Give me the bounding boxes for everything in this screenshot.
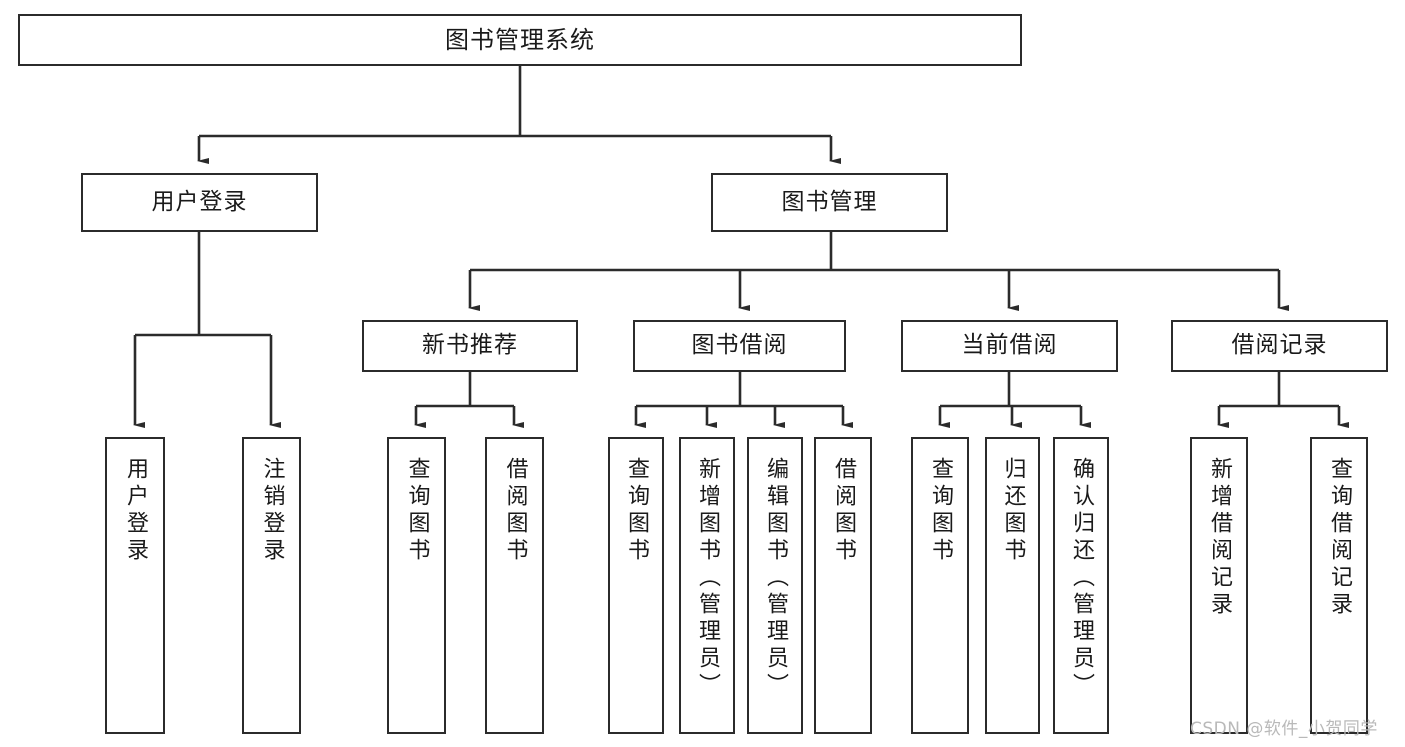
node-leaf-return-book[interactable]: 归还图书 <box>985 437 1040 734</box>
node-root[interactable]: 图书管理系统 <box>18 14 1022 66</box>
leaf-label: 查询图书 <box>404 457 430 565</box>
node-book-borrow[interactable]: 图书借阅 <box>633 320 846 372</box>
leaf-label: 查询借阅记录 <box>1327 457 1352 619</box>
node-user-login[interactable]: 用户登录 <box>81 173 318 232</box>
node-book-manage[interactable]: 图书管理 <box>711 173 948 232</box>
leaf-label: 确认归还（管理员） <box>1069 457 1094 700</box>
node-leaf-borrow-book-1[interactable]: 借阅图书 <box>485 437 544 734</box>
leaf-label: 借阅图书 <box>502 457 528 565</box>
leaf-label: 注销登录 <box>259 457 285 565</box>
leaf-label: 用户登录 <box>123 457 148 565</box>
leaf-label: 新增图书（管理员） <box>695 457 720 700</box>
node-leaf-query-book-2[interactable]: 查询图书 <box>608 437 664 734</box>
node-leaf-query-book-3[interactable]: 查询图书 <box>911 437 969 734</box>
node-leaf-query-book-1[interactable]: 查询图书 <box>387 437 446 734</box>
csdn-watermark: CSDN @软件_小贺同学 <box>1190 719 1378 739</box>
node-new-book-recommend[interactable]: 新书推荐 <box>362 320 578 372</box>
node-leaf-borrow-book-2[interactable]: 借阅图书 <box>814 437 872 734</box>
leaf-label: 归还图书 <box>1000 457 1026 565</box>
leaf-label: 借阅图书 <box>831 457 856 565</box>
node-leaf-query-record[interactable]: 查询借阅记录 <box>1310 437 1368 734</box>
leaf-label: 查询图书 <box>928 457 953 565</box>
node-current-borrow[interactable]: 当前借阅 <box>901 320 1118 372</box>
node-leaf-add-book[interactable]: 新增图书（管理员） <box>679 437 735 734</box>
node-leaf-add-record[interactable]: 新增借阅记录 <box>1190 437 1248 734</box>
node-leaf-user-login[interactable]: 用户登录 <box>105 437 165 734</box>
node-leaf-edit-book[interactable]: 编辑图书（管理员） <box>747 437 803 734</box>
leaf-label: 编辑图书（管理员） <box>763 457 788 700</box>
leaf-label: 查询图书 <box>624 457 649 565</box>
leaf-label: 新增借阅记录 <box>1207 457 1232 619</box>
node-leaf-logout[interactable]: 注销登录 <box>242 437 301 734</box>
node-leaf-confirm-return[interactable]: 确认归还（管理员） <box>1053 437 1109 734</box>
node-borrow-record[interactable]: 借阅记录 <box>1171 320 1388 372</box>
